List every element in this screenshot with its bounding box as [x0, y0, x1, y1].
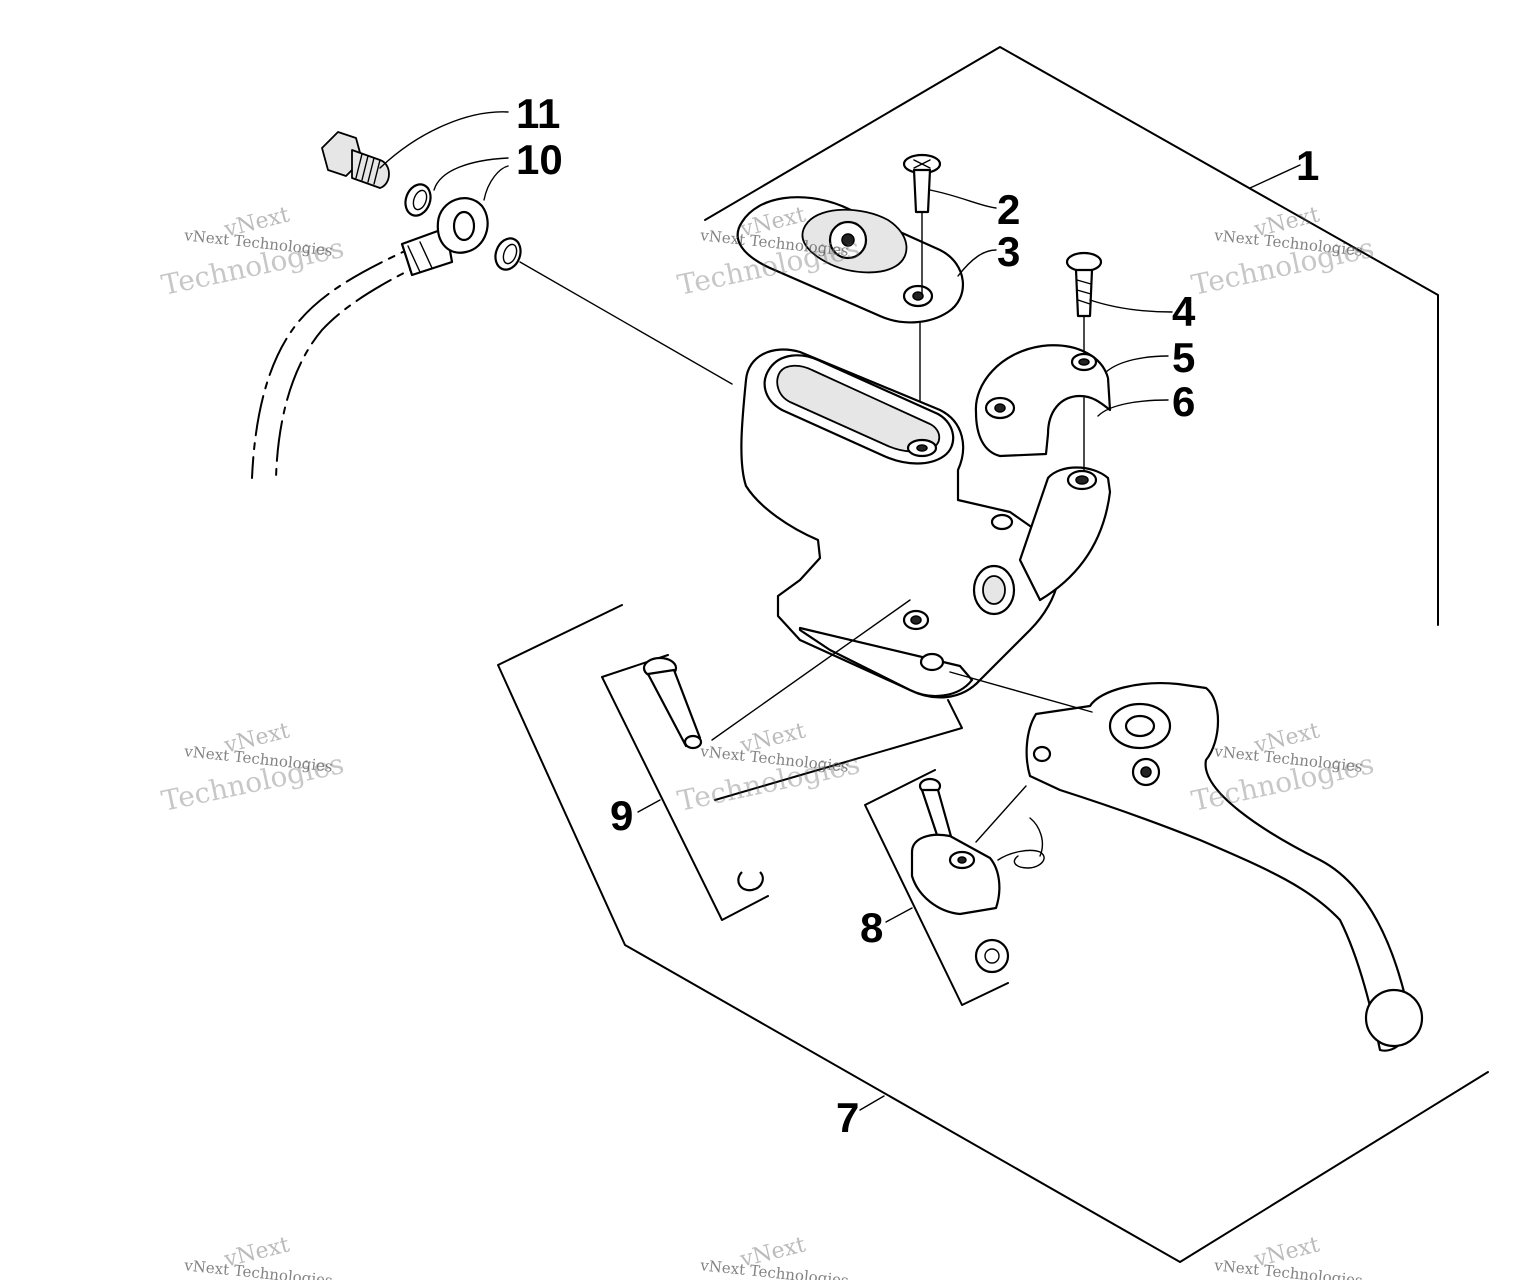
hose-leader-line: [519, 261, 733, 385]
brake-lever: [1025, 682, 1424, 1052]
pin-guide-line: [711, 599, 911, 741]
adjuster-block: [910, 833, 1001, 916]
callout-6: 6: [1172, 378, 1195, 425]
sub-bracket-8: [864, 769, 1009, 1006]
cover-screw: [902, 153, 942, 214]
master-cylinder-body: [740, 348, 1112, 699]
callout-7: 7: [836, 1094, 859, 1141]
leader-lines: [379, 111, 1301, 1111]
pivot-pin: [642, 656, 703, 750]
torsion-spring: [997, 817, 1045, 869]
brake-hose: [251, 226, 454, 479]
callout-5: 5: [1172, 334, 1195, 381]
callout-2: 2: [997, 186, 1020, 233]
spring-guide-line: [975, 785, 1027, 843]
e-clip: [737, 871, 764, 892]
callout-8: 8: [860, 904, 883, 951]
sealing-washer-lower: [494, 237, 522, 271]
reservoir-cover: [736, 196, 964, 324]
handlebar-clamp: [974, 344, 1112, 458]
callout-9: 9: [610, 792, 633, 839]
sub-bracket-9: [601, 654, 963, 921]
callout-1: 1: [1296, 142, 1319, 189]
clamp-screw: [1065, 251, 1103, 318]
banjo-fitting: [436, 197, 489, 254]
assembly-bracket-1: [704, 46, 1439, 626]
banjo-bolt: [321, 131, 390, 189]
lever-guide-line: [949, 671, 1093, 713]
callout-10: 10: [516, 136, 563, 183]
callout-3: 3: [997, 228, 1020, 275]
callout-4: 4: [1172, 288, 1196, 335]
lock-washer: [974, 938, 1010, 974]
callout-11: 11: [516, 90, 560, 137]
sealing-washer-upper: [404, 183, 432, 217]
assembly-bracket-7: [497, 604, 1489, 1263]
